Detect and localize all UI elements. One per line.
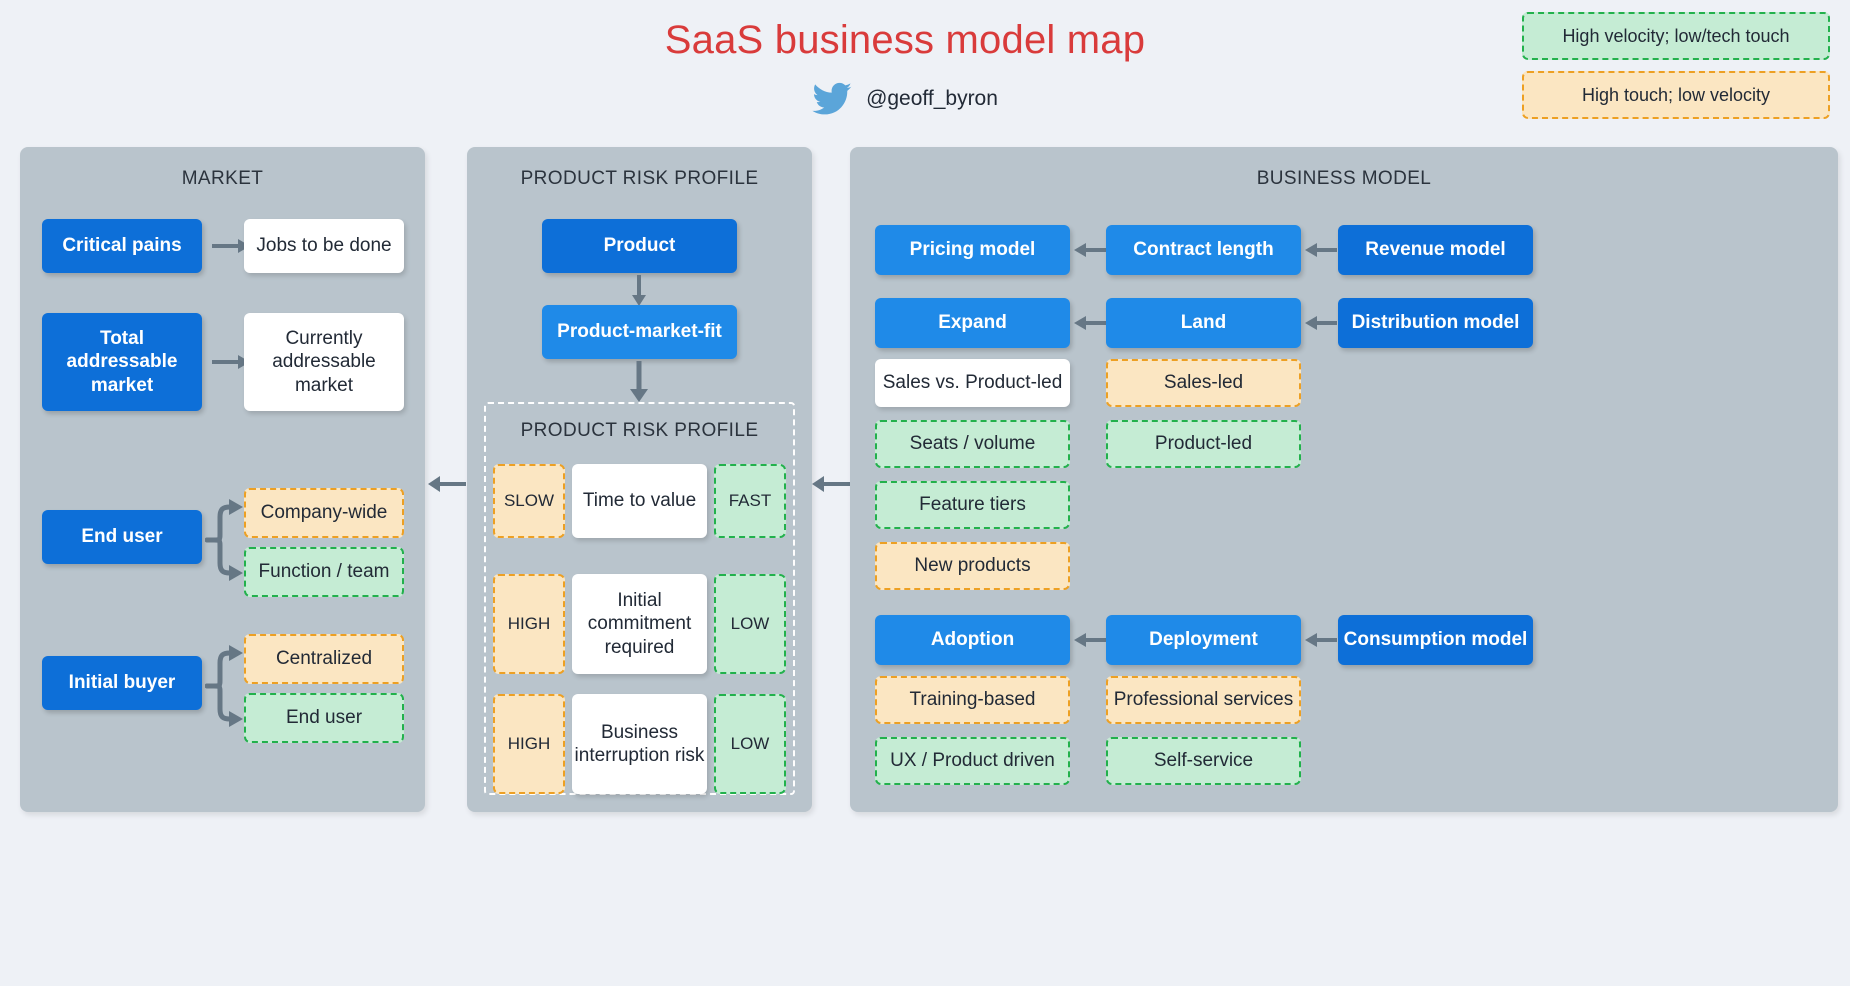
node-initial-buyer[interactable]: Initial buyer [42,656,202,710]
node-revenue-model[interactable]: Revenue model [1338,225,1533,275]
arrow-contract-to-pricing [1074,240,1106,260]
node-professional-services[interactable]: Professional services [1106,676,1301,724]
arrow-business-to-risk [812,473,850,495]
panel-market-title: MARKET [181,168,264,189]
author-handle-row: @geoff_byron [0,82,1810,116]
risk-row-2-middle[interactable]: Business interruption risk [572,694,707,794]
twitter-bird-icon [812,82,852,116]
page-title: SaaS business model map [664,18,1146,62]
node-product-led[interactable]: Product-led [1106,420,1301,468]
node-currently-addressable-market[interactable]: Currently addressable market [244,313,404,411]
arrow-risk-to-market [428,473,466,495]
arrow-consumption-to-deployment [1305,630,1337,650]
panel-business-title: BUSINESS MODEL [1256,168,1432,189]
risk-row-1-right[interactable]: LOW [714,574,786,674]
arrow-deployment-to-adoption [1074,630,1106,650]
risk-row-2-left[interactable]: HIGH [493,694,565,794]
risk-row-1-left[interactable]: HIGH [493,574,565,674]
arrow-distribution-to-land [1305,313,1337,333]
brace-end-user [205,485,245,595]
node-adoption[interactable]: Adoption [875,615,1070,665]
node-land[interactable]: Land [1106,298,1301,348]
node-end-user-option[interactable]: End user [244,693,404,743]
node-company-wide[interactable]: Company-wide [244,488,404,538]
panel-market: MARKET Critical pains Jobs to be done To… [20,147,425,812]
risk-profile-inner-title: PRODUCT RISK PROFILE [520,420,759,441]
panel-product-risk-profile: PRODUCT RISK PROFILE Product Product-mar… [467,147,812,812]
node-total-addressable-market[interactable]: Total addressable market [42,313,202,411]
node-feature-tiers[interactable]: Feature tiers [875,481,1070,529]
arrow-pmf-to-risk-profile [629,361,649,403]
risk-row-0-right[interactable]: FAST [714,464,786,538]
node-jobs-to-be-done[interactable]: Jobs to be done [244,219,404,273]
author-handle-text: @geoff_byron [866,87,998,110]
page-header: SaaS business model map @geoff_byron [0,0,1850,140]
arrow-product-to-pmf [629,275,649,307]
legend-item-high-touch: High touch; low velocity [1522,71,1830,119]
legend-item-high-velocity: High velocity; low/tech touch [1522,12,1830,60]
node-distribution-model[interactable]: Distribution model [1338,298,1533,348]
arrow-land-to-expand [1074,313,1106,333]
node-product[interactable]: Product [542,219,737,273]
panel-business-model: BUSINESS MODEL Pricing model Contract le… [850,147,1838,812]
node-sales-vs-product-led[interactable]: Sales vs. Product-led [875,359,1070,407]
node-consumption-model[interactable]: Consumption model [1338,615,1533,665]
legend: High velocity; low/tech touch High touch… [1522,12,1830,130]
arrow-revenue-to-contract [1305,240,1337,260]
node-training-based[interactable]: Training-based [875,676,1070,724]
node-end-user[interactable]: End user [42,510,202,564]
risk-row-1-middle[interactable]: Initial commitment required [572,574,707,674]
node-ux-product-driven[interactable]: UX / Product driven [875,737,1070,785]
panel-risk-title: PRODUCT RISK PROFILE [520,168,759,189]
node-centralized[interactable]: Centralized [244,634,404,684]
node-new-products[interactable]: New products [875,542,1070,590]
risk-row-2-right[interactable]: LOW [714,694,786,794]
node-function-team[interactable]: Function / team [244,547,404,597]
node-expand[interactable]: Expand [875,298,1070,348]
brace-initial-buyer [205,631,245,741]
node-product-market-fit[interactable]: Product-market-fit [542,305,737,359]
node-seats-volume[interactable]: Seats / volume [875,420,1070,468]
risk-profile-inner-container: PRODUCT RISK PROFILE SLOW Time to value … [484,402,795,795]
node-critical-pains[interactable]: Critical pains [42,219,202,273]
node-deployment[interactable]: Deployment [1106,615,1301,665]
node-sales-led[interactable]: Sales-led [1106,359,1301,407]
node-pricing-model[interactable]: Pricing model [875,225,1070,275]
node-self-service[interactable]: Self-service [1106,737,1301,785]
risk-row-0-left[interactable]: SLOW [493,464,565,538]
node-contract-length[interactable]: Contract length [1106,225,1301,275]
risk-row-0-middle[interactable]: Time to value [572,464,707,538]
